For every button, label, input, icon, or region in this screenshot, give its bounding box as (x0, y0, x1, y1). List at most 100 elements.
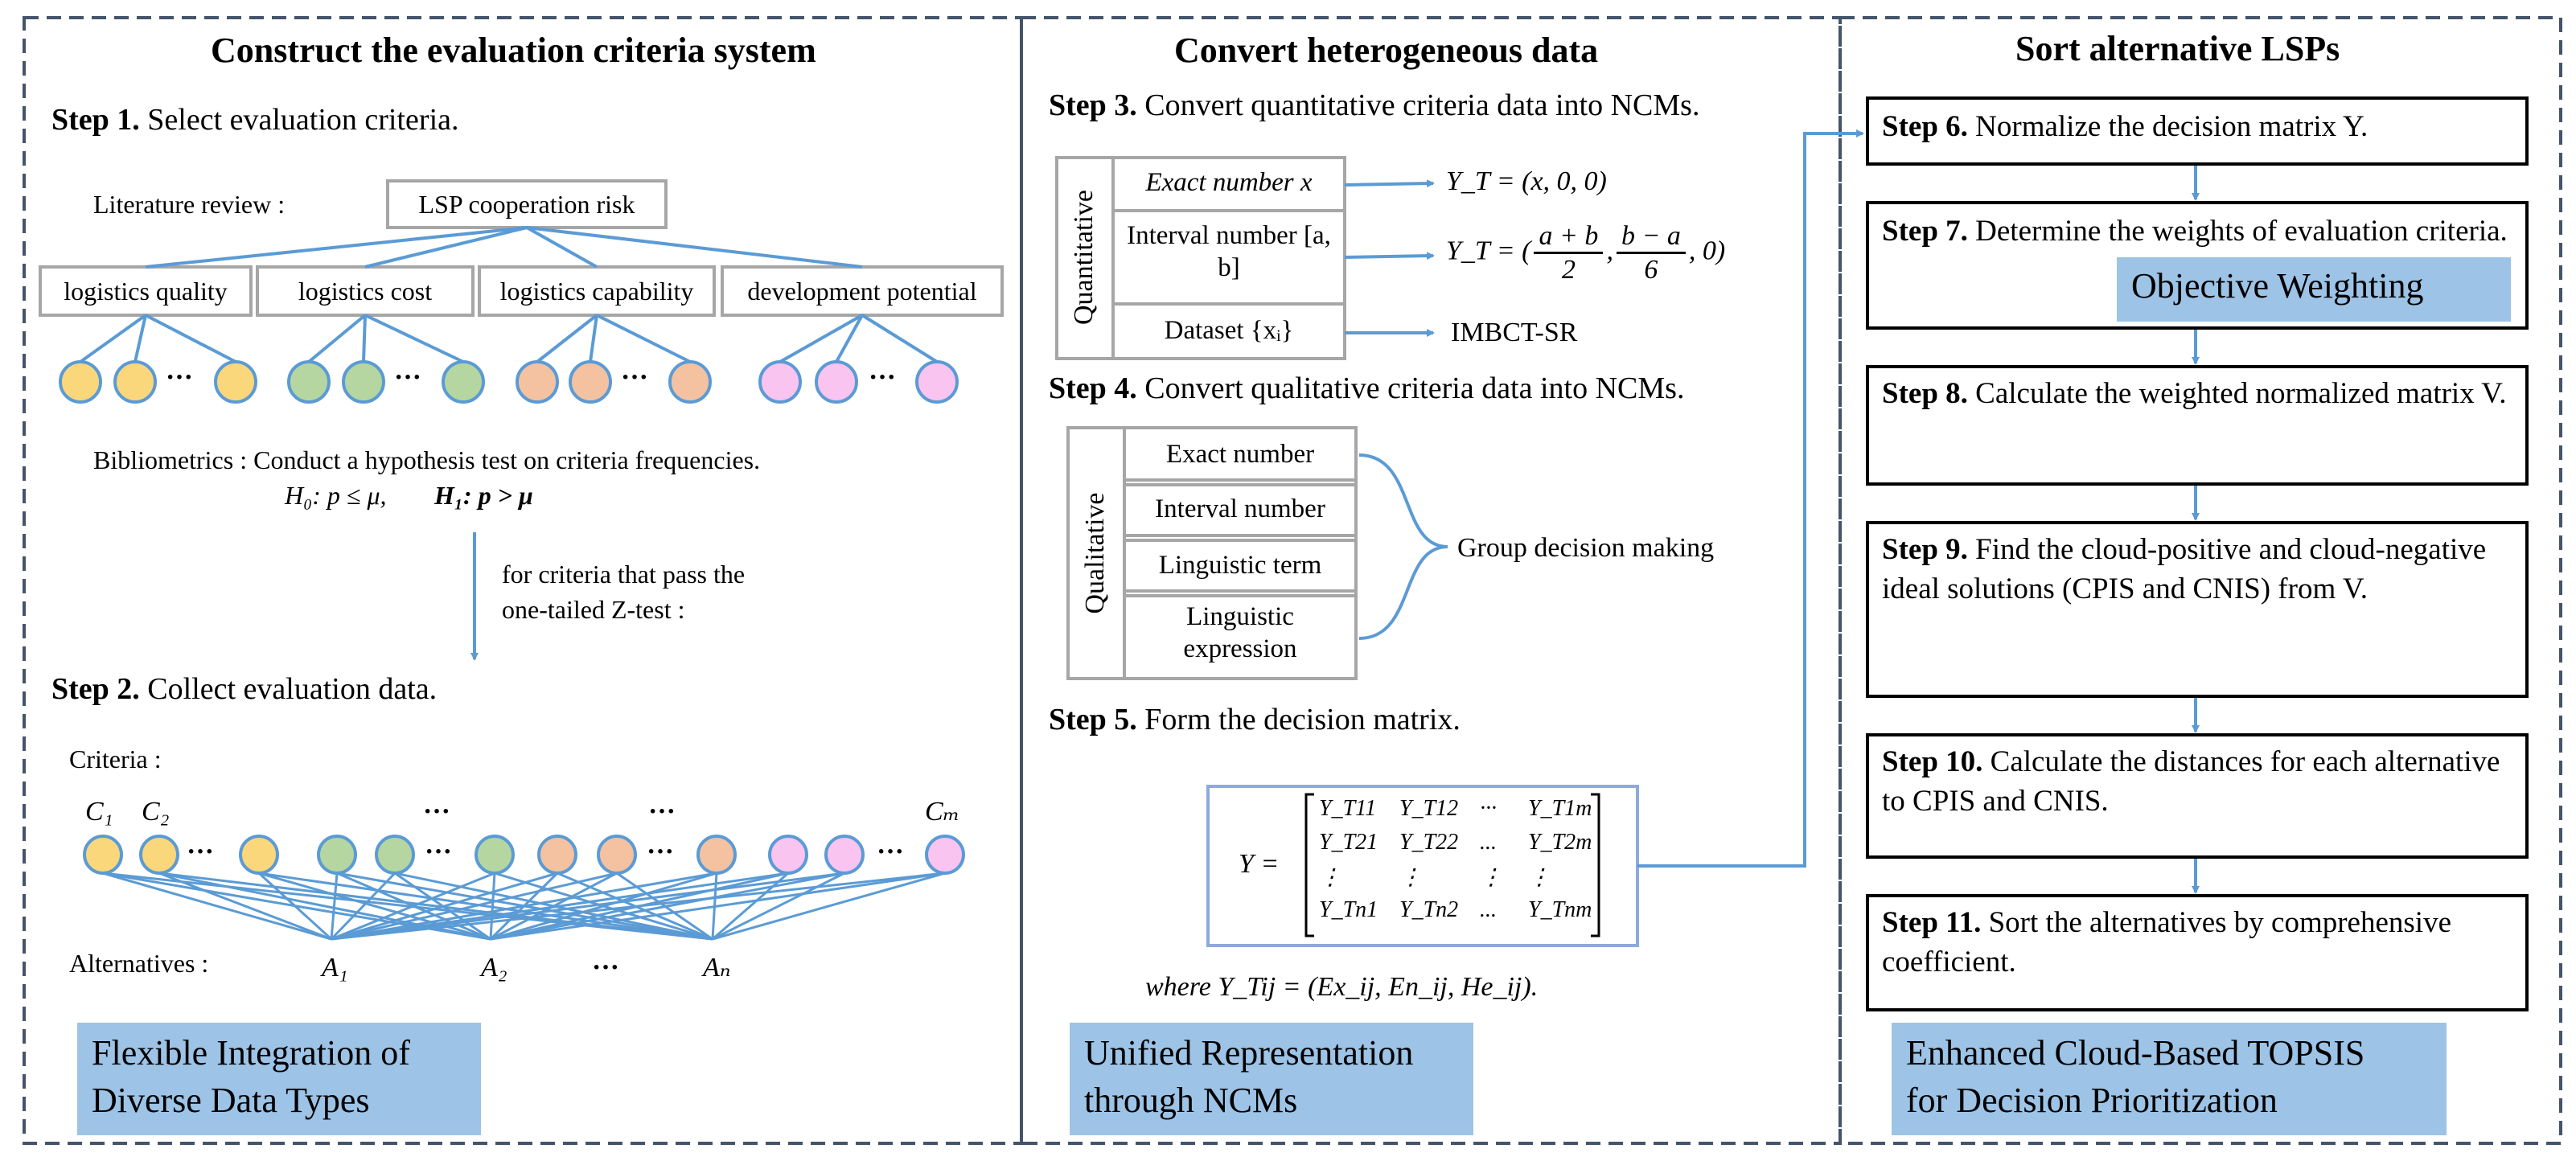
step1-key: Step 1. (51, 103, 140, 137)
step7-text: Step 7. Determine the weights of evaluat… (1882, 212, 2509, 252)
root-criterion-box: LSP cooperation risk (418, 190, 635, 219)
quantitative-arrows (1344, 179, 1435, 337)
ellipsis: ··· (425, 837, 453, 867)
criteria-alternative-link (490, 872, 717, 941)
qual-exact-number: Exact number (1165, 440, 1315, 469)
step10-desc: Calculate the distances for each alterna… (1882, 745, 2500, 818)
matrix-cell: ⋮ (1399, 865, 1422, 890)
ellipsis: ··· (166, 363, 194, 392)
criteria-alternative-link (331, 872, 618, 941)
numerator: b − a (1616, 220, 1686, 255)
matrix-brackets (1304, 793, 1600, 937)
quantitative-label: Quantitative (1069, 189, 1099, 326)
matrix-cell: Y_T21 (1319, 830, 1378, 855)
step6-text: Step 6. Normalize the decision matrix Y. (1882, 108, 2517, 147)
callout-unified-representation: Unified Representation through NCMs (1070, 1023, 1473, 1135)
panel-borders (23, 16, 2562, 1145)
matrix-cell: ⋮ (1480, 865, 1502, 890)
left-panel-title: Construct the evaluation criteria system (211, 31, 816, 70)
matrix-element-definition: where Y_Tij = (Ex_ij, En_ij, He_ij). (1145, 972, 1539, 1002)
step3-label: Step 3. Convert quantitative criteria da… (1049, 88, 1699, 124)
quant-exact-number: Exact number x (1145, 168, 1313, 197)
criteria-alternative-link (257, 872, 333, 941)
callout-line: Diverse Data Types (92, 1081, 370, 1121)
callout-line: through NCMs (1084, 1081, 1298, 1121)
step11-box (1866, 894, 2529, 1011)
alternative-a2: A₂ (481, 953, 507, 983)
criteria-alternative-link (331, 872, 558, 941)
step8-box (1866, 365, 2529, 486)
step1-label: Step 1. Select evaluation criteria. (51, 103, 459, 138)
conversion-interval-left: Y_T = ( (1446, 236, 1531, 266)
null-hypothesis: H₀: p ≤ μ, (285, 481, 387, 510)
step9-box (1866, 521, 2529, 698)
ellipsis: ··· (648, 797, 676, 827)
step3-key: Step 3. (1049, 88, 1137, 122)
alternatives-label: Alternatives : (69, 949, 209, 978)
criteria-alternative-link (330, 872, 396, 941)
category-logistics-cost: logistics cost (298, 277, 433, 306)
qualitative-label: Qualitative (1080, 492, 1110, 614)
matrix-cell: Y_Tn2 (1399, 897, 1459, 922)
step6-key: Step 6. (1882, 110, 1968, 143)
criteria-leaf-circles (59, 360, 959, 404)
matrix-cell: ... (1480, 897, 1497, 922)
matrix-cell: ··· (1480, 796, 1497, 821)
criteria-alternative-link (258, 872, 713, 941)
matrix-cell: Y_Tn1 (1319, 897, 1378, 922)
matrix-cell: Y_T11 (1319, 796, 1377, 821)
step8-desc: Calculate the weighted normalized matrix… (1975, 377, 2507, 410)
middle-panel-title: Convert heterogeneous data (1174, 31, 1599, 70)
step9-desc: Find the cloud-positive and cloud-negati… (1882, 533, 2487, 605)
category-development-potential: development potential (747, 277, 977, 306)
callout-enhanced-topsis: Enhanced Cloud-Based TOPSIS for Decision… (1892, 1023, 2447, 1135)
criteria-alternative-link (489, 872, 496, 940)
step2-key: Step 2. (51, 672, 140, 706)
criteria-tree (39, 179, 1004, 661)
criteria-alternative-link (102, 872, 332, 941)
alternative-an: Aₙ (703, 953, 731, 983)
numerator: a + b (1534, 220, 1604, 255)
alternative-a1: A₁ (322, 953, 348, 983)
matrix-cell: Y_T22 (1399, 830, 1459, 855)
ellipsis: ··· (592, 953, 620, 983)
step8-text: Step 8. Calculate the weighted normalize… (1882, 375, 2509, 414)
alt-hypothesis: H₁: p > μ (434, 481, 533, 510)
callout-flexible-integration: Flexible Integration of Diverse Data Typ… (77, 1023, 481, 1135)
bibliometrics-text: Bibliometrics : Conduct a hypothesis tes… (93, 445, 761, 474)
criteria-alternative-link (158, 872, 332, 941)
criteria-alternative-link (712, 872, 946, 941)
denominator: 6 (1644, 255, 1658, 285)
ztest-line2: one-tailed Z-test : (502, 595, 685, 624)
step2-label: Step 2. Collect evaluation data. (51, 672, 437, 708)
criteria-alternative-link (712, 872, 789, 941)
ellipsis: ··· (187, 837, 215, 867)
criteria-alternative-link (331, 872, 845, 941)
criteria-alternative-links (102, 872, 946, 941)
callout-line: Unified Representation (1084, 1033, 1414, 1073)
matrix-cell: ⋮ (1319, 865, 1341, 890)
group-decision-brace (1358, 453, 1448, 640)
step4-key: Step 4. (1049, 371, 1137, 405)
step6-box (1866, 96, 2529, 166)
category-logistics-capability: logistics capability (499, 277, 694, 306)
matrix-cell: ⋮ (1528, 865, 1551, 890)
step1-text: Select evaluation criteria. (147, 103, 459, 137)
objective-weighting-badge: Objective Weighting (2117, 257, 2511, 322)
matrix-cell: Y_T2m (1528, 830, 1592, 855)
matrix-cell: Y_Tnm (1528, 897, 1592, 922)
step7-desc: Determine the weights of evaluation crit… (1975, 215, 2508, 248)
conversion-dataset: IMBCT-SR (1451, 318, 1578, 347)
ellipsis: ··· (621, 363, 649, 392)
step10-key: Step 10. (1882, 745, 1983, 778)
step10-text: Step 10. Calculate the distances for eac… (1882, 743, 2509, 822)
criteria-alternative-link (330, 872, 339, 940)
criterion-c2: C₂ (142, 797, 170, 827)
step11-key: Step 11. (1882, 906, 1982, 939)
criterion-c1: C₁ (85, 797, 113, 827)
quantitative-table (1055, 156, 1346, 360)
criteria-alternative-link (158, 872, 713, 941)
qual-linguistic-term: Linguistic term (1158, 551, 1322, 580)
